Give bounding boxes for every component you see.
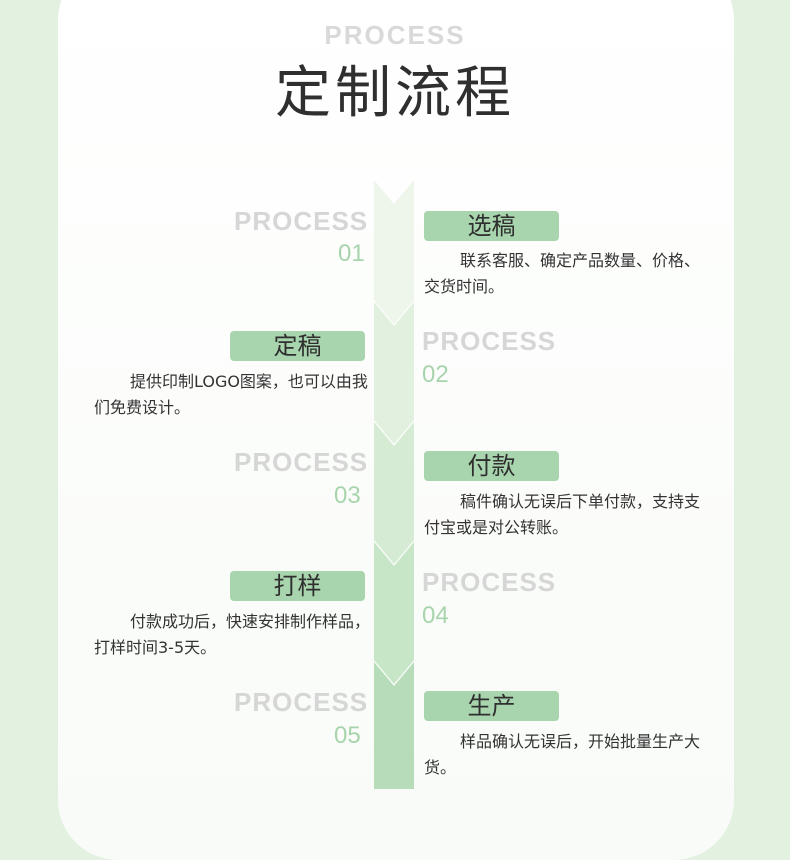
spine-segment-2: [374, 302, 414, 444]
step-4-description: 付款成功后，快速安排制作样品，打样时间3-5天。: [94, 612, 371, 657]
step-5-title: 生产: [424, 691, 559, 721]
step-1-en-label: PROCESS: [234, 206, 369, 236]
header-subtitle: PROCESS: [324, 20, 466, 50]
step-1-number: 01: [338, 240, 365, 267]
spine-segment-4: [374, 542, 414, 684]
step-4-number: 04: [422, 602, 449, 629]
step-5-description: 样品确认无误后，开始批量生产大货。: [424, 732, 701, 777]
spine-segment-5: [374, 662, 414, 789]
step-1-description: 联系客服、确定产品数量、价格、交货时间。: [424, 251, 701, 296]
step-3-description: 稿件确认无误后下单付款，支持支付宝或是对公转账。: [424, 492, 701, 537]
step-2-description: 提供印制LOGO图案，也可以由我们免费设计。: [94, 372, 368, 417]
step-4-title: 打样: [230, 571, 365, 601]
step-3-title: 付款: [424, 451, 559, 481]
step-4-en-label: PROCESS: [422, 567, 557, 597]
spine-segment-1: [374, 180, 414, 324]
step-2-title: 定稿: [230, 331, 365, 361]
step-1-title: 选稿: [424, 211, 559, 241]
step-3-en-label: PROCESS: [234, 447, 369, 477]
step-5-number: 05: [334, 722, 361, 749]
page-title: 定制流程: [275, 61, 515, 126]
step-2-number: 02: [422, 361, 449, 388]
step-3-number: 03: [334, 482, 361, 509]
step-2-en-label: PROCESS: [422, 326, 557, 356]
step-5-en-label: PROCESS: [234, 687, 369, 717]
spine-segment-3: [374, 422, 414, 564]
timeline-spine: [374, 180, 414, 789]
